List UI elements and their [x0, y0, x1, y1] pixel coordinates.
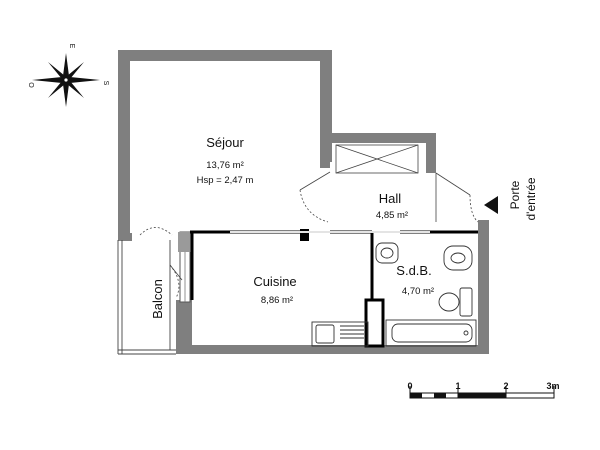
bathtub-icon [385, 319, 477, 347]
scale-tick-3m: 3m [546, 381, 559, 391]
entrance-label-line2: d'entrée [524, 177, 538, 220]
scale-tick-2: 2 [503, 381, 508, 391]
room-name-cuisine: Cuisine [253, 274, 296, 289]
entrance-label-line1: Porte [508, 180, 522, 209]
room-height-sejour: Hsp = 2,47 m [197, 175, 254, 186]
interior-walls [190, 230, 478, 302]
room-area-sejour: 13,76 m² [206, 160, 244, 171]
bidet-icon [443, 245, 473, 271]
entrance-door [435, 172, 479, 223]
compass-label-south: S [102, 81, 109, 86]
room-area-cuisine: 8,86 m² [261, 295, 293, 306]
scale-tick-0: 0 [407, 381, 412, 391]
washbasin-icon [375, 242, 399, 264]
room-name-hall: Hall [379, 191, 402, 206]
scale-bar [409, 386, 555, 399]
door-jamb [300, 229, 309, 241]
balcony-outline [117, 240, 176, 355]
exterior-walls [118, 50, 489, 354]
hall-closet [335, 144, 419, 174]
duct-shaft [364, 298, 385, 348]
balcony-door [139, 227, 183, 299]
room-name-sdb: S.d.B. [396, 263, 431, 278]
scale-tick-1: 1 [455, 381, 460, 391]
room-name-sejour: Séjour [206, 135, 244, 150]
room-area-hall: 4,85 m² [376, 210, 408, 221]
compass-label-east: E [68, 44, 75, 49]
room-area-sdb: 4,70 m² [402, 286, 434, 297]
hall-door-left [299, 171, 331, 223]
entrance-arrow-icon [484, 196, 498, 214]
compass-rose-icon [32, 53, 100, 107]
compass-label-west: O [27, 82, 34, 88]
room-name-balcon: Balcon [150, 279, 165, 319]
kitchen-sink-icon [311, 321, 369, 347]
toilet-icon [438, 287, 473, 317]
